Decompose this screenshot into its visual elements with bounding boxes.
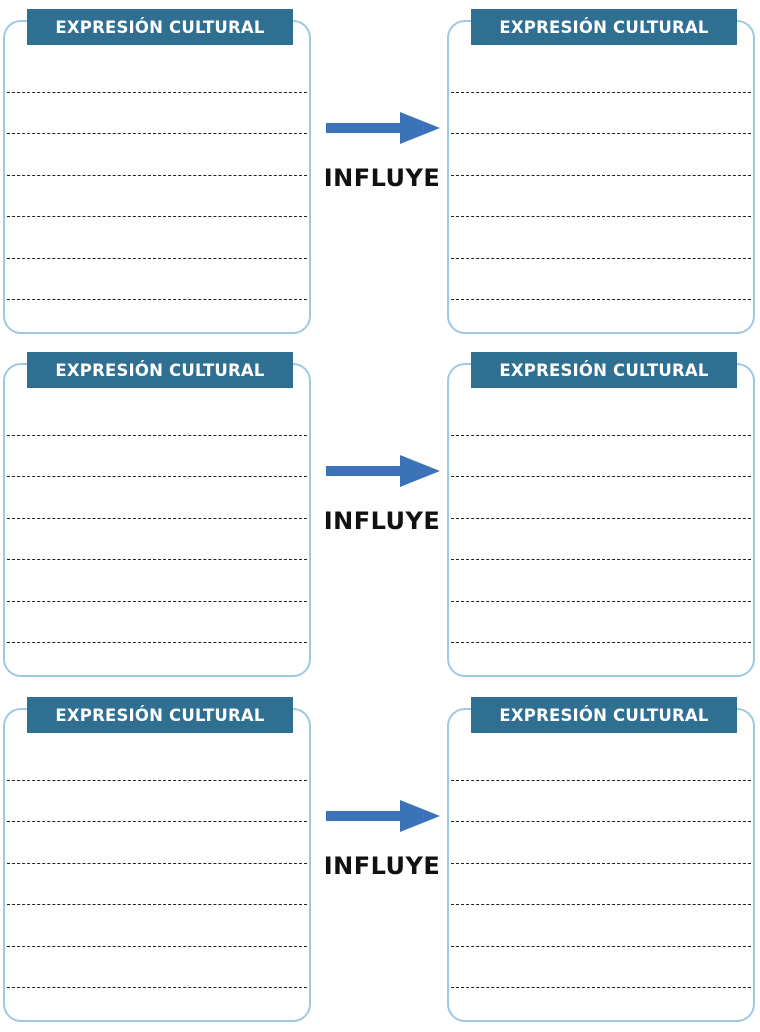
connector-label: INFLUYE [323,164,441,192]
writing-line[interactable] [7,780,307,781]
writing-line[interactable] [451,821,751,822]
writing-line[interactable] [451,863,751,864]
writing-line[interactable] [7,92,307,93]
writing-line[interactable] [451,258,751,259]
writing-line[interactable] [7,518,307,519]
left-writing-box[interactable]: EXPRESIÓN CULTURAL [3,697,311,1022]
writing-line[interactable] [7,476,307,477]
writing-line[interactable] [451,92,751,93]
box-title: EXPRESIÓN CULTURAL [471,697,737,733]
right-writing-box[interactable]: EXPRESIÓN CULTURAL [447,9,755,334]
writing-line[interactable] [451,601,751,602]
writing-line[interactable] [7,904,307,905]
writing-line[interactable] [7,133,307,134]
right-writing-box[interactable]: EXPRESIÓN CULTURAL [447,697,755,1022]
writing-line[interactable] [7,946,307,947]
writing-line[interactable] [7,601,307,602]
influence-row-1: EXPRESIÓN CULTURAL INFLUYE EXPRESIÓN CUL… [0,4,760,344]
writing-line[interactable] [451,559,751,560]
box-title: EXPRESIÓN CULTURAL [27,697,293,733]
writing-line[interactable] [7,216,307,217]
writing-line[interactable] [451,299,751,300]
writing-line[interactable] [451,175,751,176]
right-writing-box[interactable]: EXPRESIÓN CULTURAL [447,352,755,677]
writing-line[interactable] [7,435,307,436]
writing-line[interactable] [451,987,751,988]
arrow-right-icon [326,455,440,487]
writing-line[interactable] [451,133,751,134]
box-title: EXPRESIÓN CULTURAL [471,9,737,45]
writing-line[interactable] [7,559,307,560]
writing-line[interactable] [451,435,751,436]
writing-line[interactable] [451,476,751,477]
influence-row-2: EXPRESIÓN CULTURAL INFLUYE EXPRESIÓN CUL… [0,347,760,687]
left-writing-box[interactable]: EXPRESIÓN CULTURAL [3,352,311,677]
writing-line[interactable] [7,258,307,259]
writing-line[interactable] [7,987,307,988]
writing-line[interactable] [7,863,307,864]
writing-line[interactable] [451,642,751,643]
connector-label: INFLUYE [323,507,441,535]
connector-label: INFLUYE [323,852,441,880]
box-title: EXPRESIÓN CULTURAL [27,352,293,388]
left-writing-box[interactable]: EXPRESIÓN CULTURAL [3,9,311,334]
box-title: EXPRESIÓN CULTURAL [471,352,737,388]
writing-line[interactable] [451,904,751,905]
box-title: EXPRESIÓN CULTURAL [27,9,293,45]
writing-line[interactable] [451,518,751,519]
writing-line[interactable] [451,780,751,781]
arrow-right-icon [326,800,440,832]
writing-line[interactable] [7,175,307,176]
writing-line[interactable] [7,821,307,822]
arrow-right-icon [326,112,440,144]
writing-line[interactable] [451,946,751,947]
writing-line[interactable] [7,642,307,643]
influence-row-3: EXPRESIÓN CULTURAL INFLUYE EXPRESIÓN CUL… [0,692,760,1032]
writing-line[interactable] [7,299,307,300]
writing-line[interactable] [451,216,751,217]
